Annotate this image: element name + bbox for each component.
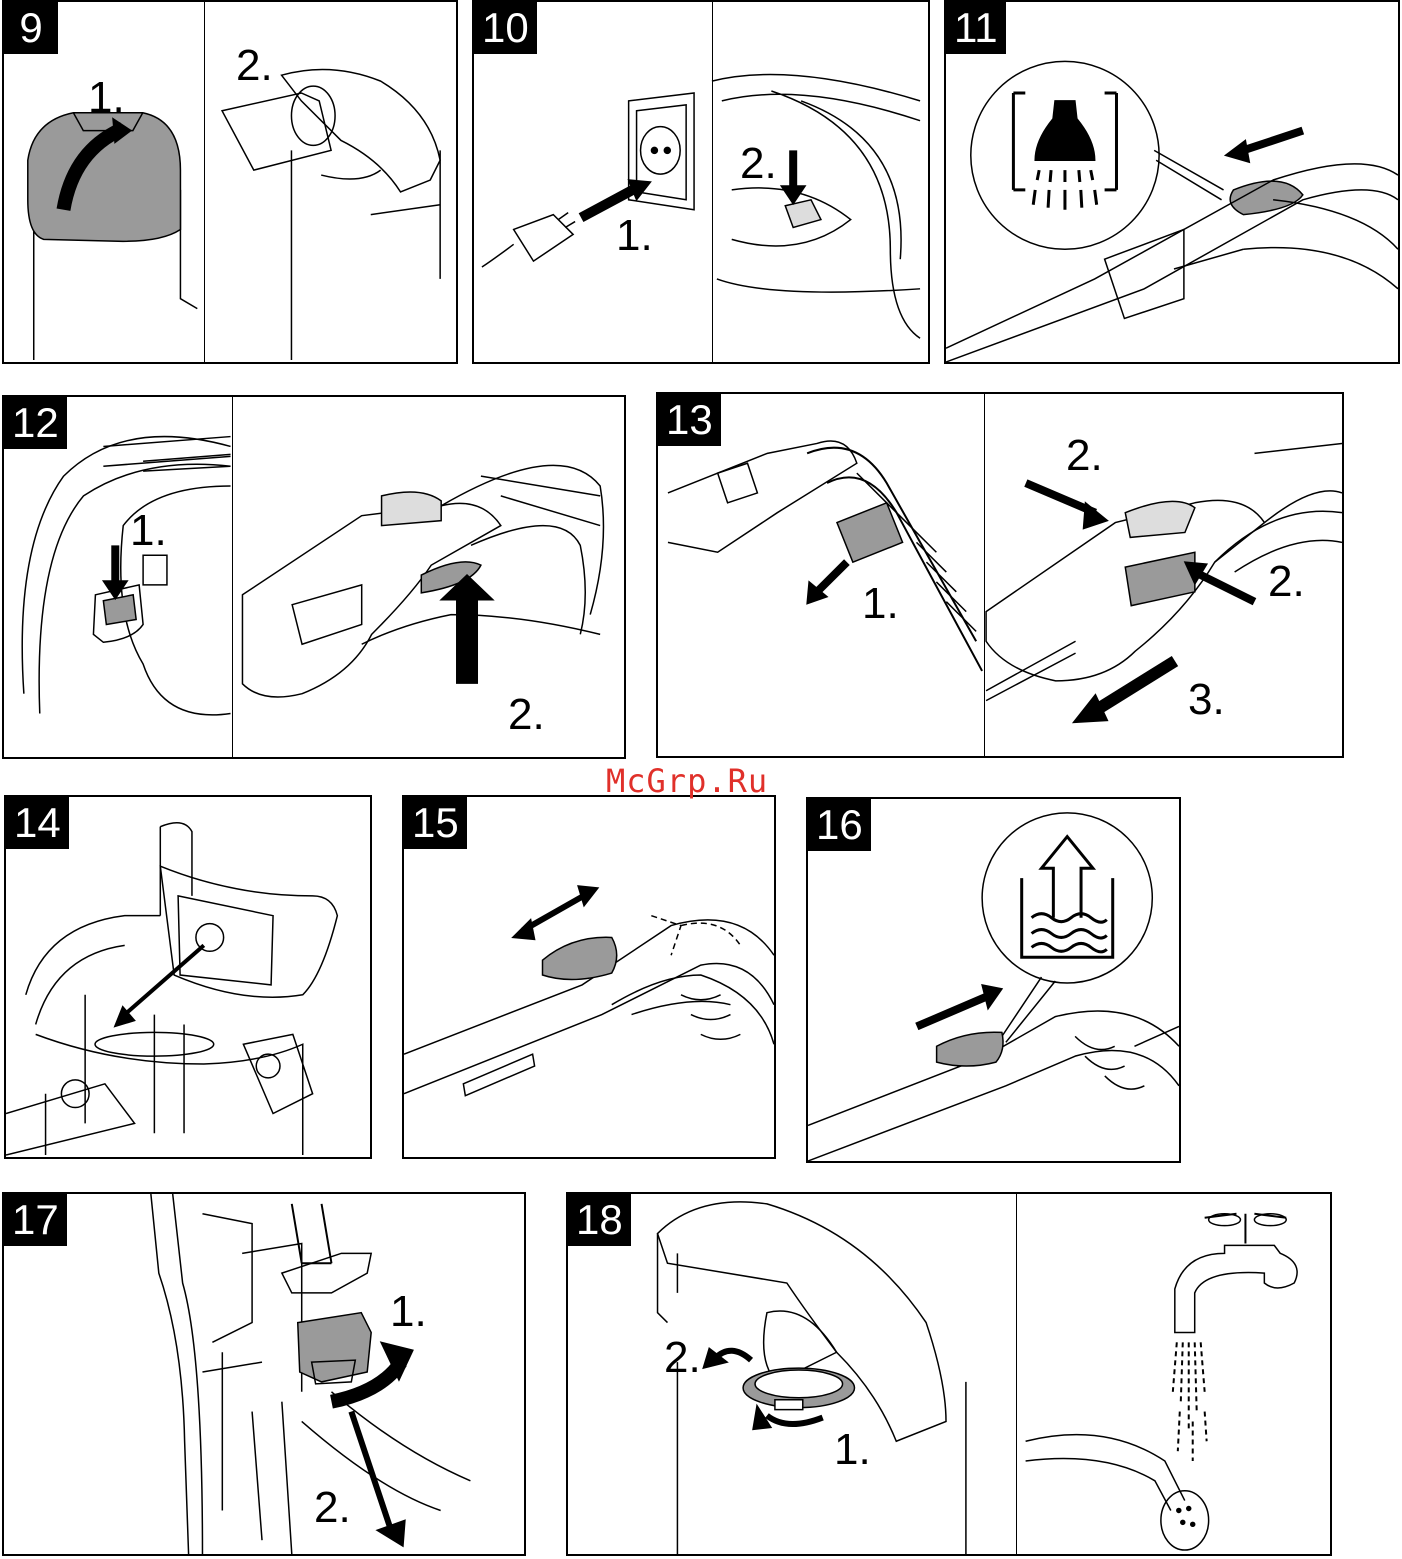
step-label: 2.	[314, 1486, 351, 1530]
suction-mode-illustration	[808, 799, 1179, 1161]
figure-number: 12	[4, 397, 67, 449]
step-label: 1.	[390, 1290, 427, 1334]
figure-number: 10	[474, 2, 537, 54]
figure-number: 14	[6, 797, 69, 849]
slider-switch-illustration	[404, 797, 774, 1157]
figure-16: 16	[806, 797, 1181, 1163]
filter-removal-illustration	[6, 797, 370, 1157]
figure-number: 13	[658, 394, 721, 446]
tap-icon	[1175, 1214, 1297, 1333]
spray-button-illustration	[946, 2, 1398, 362]
figure-9: 9 1. 2.	[2, 0, 458, 364]
figure-13: 13 1. 2. 2. 3.	[656, 392, 1344, 758]
shower-spray-icon	[1013, 93, 1116, 210]
figure-17: 17 1. 2.	[2, 1192, 526, 1556]
figure-number: 9	[4, 2, 58, 54]
step-label: 2.	[1066, 434, 1103, 478]
step-label: 1.	[130, 509, 167, 553]
step-label: 1.	[88, 76, 125, 120]
water-tank-suction-icon	[1022, 837, 1113, 958]
step-label: 2.	[740, 142, 777, 186]
figure-18: 18 2. 1.	[566, 1192, 1332, 1556]
step-label: 3.	[1188, 678, 1225, 722]
watermark: McGrp.Ru	[606, 762, 768, 800]
figure-divider	[1016, 1194, 1017, 1554]
step-label: 1.	[862, 582, 899, 626]
figure-12: 12 1. 2.	[2, 395, 626, 759]
figure-number: 16	[808, 799, 871, 851]
figure-divider	[204, 2, 205, 362]
drain-cap-illustration	[4, 1194, 524, 1554]
figure-number: 15	[404, 797, 467, 849]
step-label: 1.	[616, 214, 653, 258]
figure-divider	[232, 397, 233, 757]
figure-number: 17	[4, 1194, 67, 1246]
figure-divider	[984, 394, 985, 756]
figure-10: 10 1. 2.	[472, 0, 930, 364]
step-label: 2.	[236, 44, 273, 88]
figure-11: 11	[944, 0, 1400, 364]
figure-divider	[712, 2, 713, 362]
step-label: 2.	[1268, 560, 1305, 604]
figure-14: 14	[4, 795, 372, 1159]
figure-number: 11	[946, 2, 1006, 54]
step-label: 2.	[508, 693, 545, 737]
figure-number: 18	[568, 1194, 631, 1246]
lid-opening-illustration	[4, 2, 456, 362]
step-label: 1.	[834, 1428, 871, 1472]
step-label: 2.	[664, 1336, 701, 1380]
plug-and-switch-illustration	[474, 2, 928, 362]
figure-15: 15	[402, 795, 776, 1159]
hose-attach-illustration	[658, 394, 1342, 756]
